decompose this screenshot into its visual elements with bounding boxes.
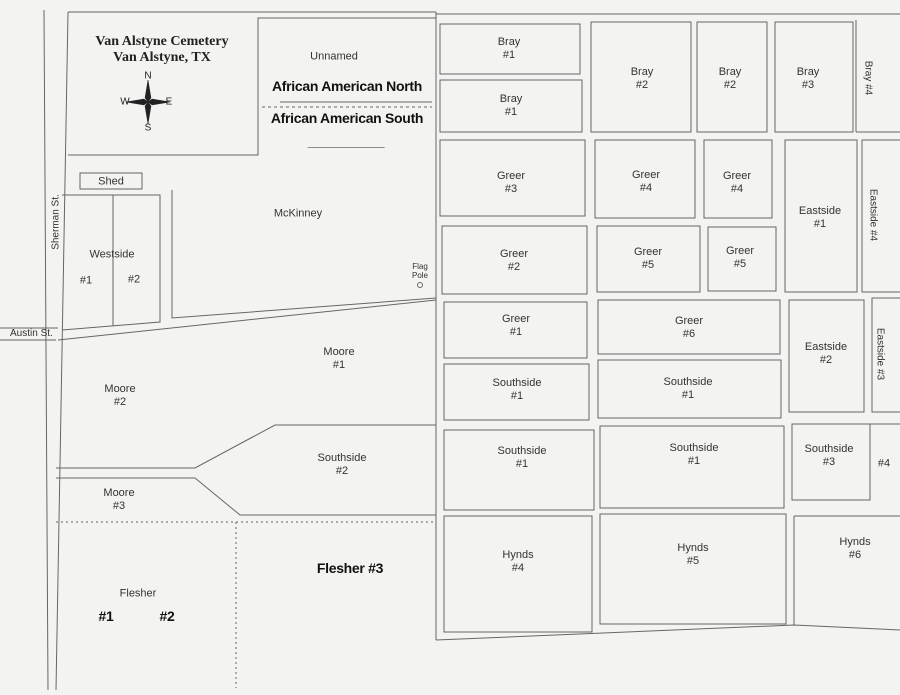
mckinney-border: [171, 190, 437, 319]
unnamed-label: Unnamed: [310, 50, 358, 63]
westside-1-label: #1: [79, 274, 93, 287]
westside-label: Westside: [89, 248, 135, 261]
flesher-label: Flesher: [119, 587, 157, 600]
greer-3-label: Greer#3: [496, 170, 526, 195]
greer-4-a-label: Greer#4: [631, 169, 661, 194]
hynds-4-label: Hynds#4: [502, 549, 534, 574]
westside-2-label: #2: [127, 273, 141, 286]
greer-4-b-label: Greer#4: [722, 170, 752, 195]
compass-e: E: [165, 96, 173, 108]
southside-1-a-label: Southside#1: [492, 377, 542, 402]
shed-box: [79, 172, 143, 190]
moore-2-label: Moore#2: [104, 383, 136, 408]
sherman-st-west: [43, 9, 49, 691]
title-line: Van Alstyne Cemetery: [95, 34, 229, 49]
bray-1-bottom-label: Bray#1: [499, 93, 523, 118]
austin-road-north: [57, 299, 437, 341]
bray-3-label: Bray#3: [796, 66, 820, 91]
eastside-2-label: Eastside#2: [804, 341, 848, 366]
map-title: Van Alstyne Cemetery Van Alstyne, TX: [95, 34, 228, 66]
moore-1-label: Moore#1: [323, 346, 355, 371]
greer-5-b-label: Greer#5: [725, 245, 755, 270]
bray-2-b-label: Bray#2: [718, 66, 742, 91]
eastside-4-label: Eastside #4: [867, 188, 879, 242]
bray-4-label: Bray #4: [862, 60, 874, 96]
flesher-1-label: #1: [98, 608, 114, 624]
greer-2-label: Greer#2: [499, 248, 529, 273]
shed-label: Shed: [98, 175, 124, 188]
southside-2-label: Southside#2: [317, 452, 367, 477]
southside-1-d-label: Southside#1: [669, 442, 719, 467]
flesher-2-label: #2: [159, 608, 175, 624]
southside-1-b-label: Southside#1: [663, 376, 713, 401]
dash-line: ____________: [307, 135, 385, 149]
greer-5-a-label: Greer#5: [633, 246, 663, 271]
eastside-1-label: Eastside#1: [798, 205, 842, 230]
title-block-border: [68, 17, 436, 156]
hynds-6-label: Hynds#6: [839, 536, 871, 561]
austin-st-label: Austin St.: [10, 328, 53, 339]
eastside-3-label: Eastside #3: [874, 327, 886, 381]
bray-2-a-label: Bray#2: [630, 66, 654, 91]
hynds-5-label: Hynds#5: [677, 542, 709, 567]
sherman-st-label: Sherman St.: [50, 194, 62, 250]
compass-rose: [125, 79, 171, 125]
greer-1-label: Greer#1: [501, 313, 531, 338]
southside-3-label: Southside#3: [804, 443, 854, 468]
flesher-3-label: Flesher #3: [316, 560, 384, 576]
moore-3-label: Moore#3: [103, 487, 135, 512]
bray-1-top-label: Bray#1: [497, 36, 521, 61]
compass-w: W: [120, 96, 130, 108]
aa-south-label: African American South: [270, 110, 424, 126]
compass-s: S: [144, 122, 152, 134]
aa-north-label: African American North: [271, 78, 423, 94]
mckinney-label: McKinney: [273, 207, 323, 220]
greer-6-label: Greer#6: [674, 315, 704, 340]
southside-4-label: #4: [877, 457, 891, 470]
subtitle-line: Van Alstyne, TX: [113, 50, 211, 65]
flag-pole-marker: [417, 282, 423, 288]
compass-n: N: [144, 70, 152, 82]
sherman-st-east: [55, 11, 69, 691]
southside-1-c-label: Southside#1: [497, 445, 547, 470]
